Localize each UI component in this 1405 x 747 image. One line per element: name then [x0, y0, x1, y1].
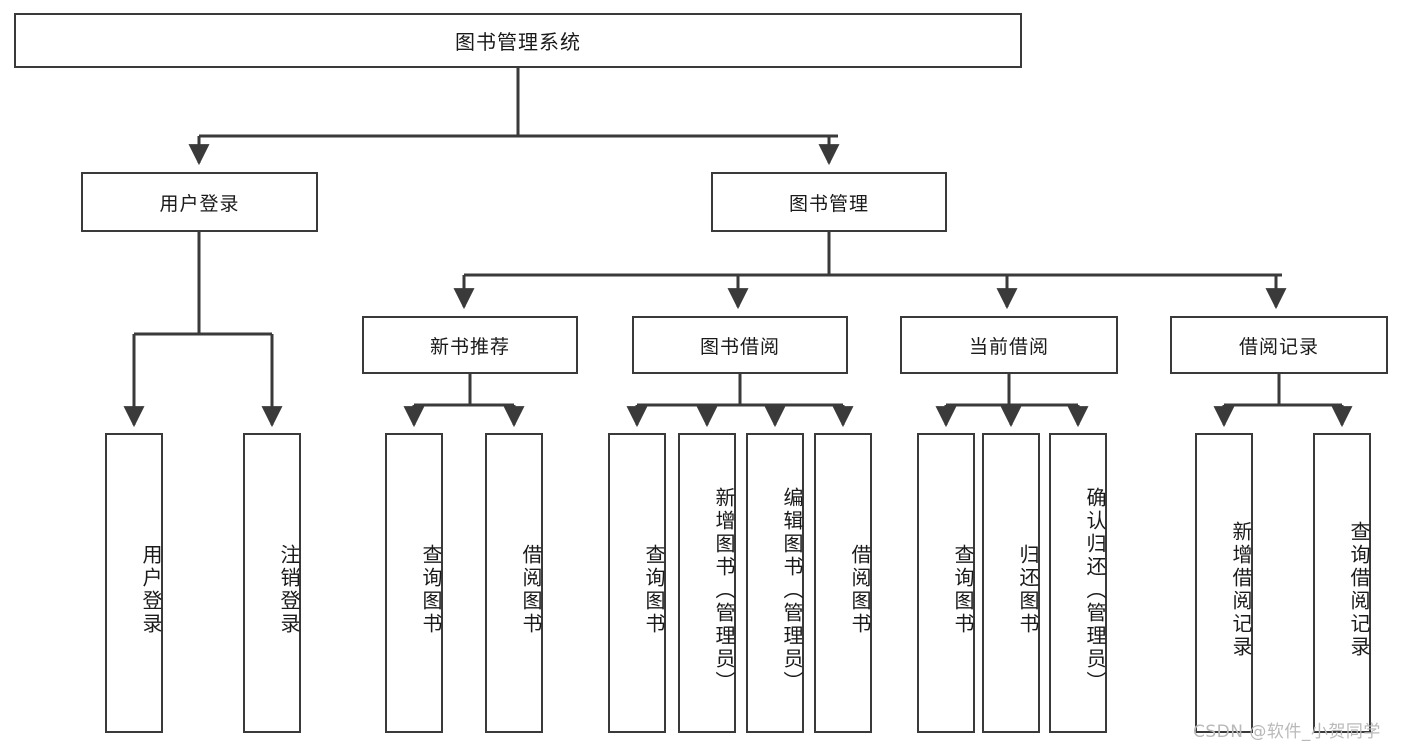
node-current-borrow[interactable]: 当前借阅	[900, 316, 1118, 374]
node-label: 归还图书	[1016, 544, 1040, 636]
node-new-book-recommend[interactable]: 新书推荐	[362, 316, 578, 374]
node-label: 借阅图书	[848, 544, 872, 636]
leaf-query-borrow-record[interactable]: 查询借阅记录	[1313, 433, 1371, 733]
node-label: 新书推荐	[429, 335, 510, 358]
leaf-query-book-borrow[interactable]: 查询图书	[608, 433, 666, 733]
node-label: 用户登录	[139, 544, 163, 636]
leaf-query-book-current[interactable]: 查询图书	[917, 433, 975, 733]
node-label: 查询借阅记录	[1347, 521, 1371, 659]
leaf-return-book[interactable]: 归还图书	[982, 433, 1040, 733]
node-label: 新增借阅记录	[1229, 521, 1253, 659]
node-borrow-record[interactable]: 借阅记录	[1170, 316, 1388, 374]
node-label: 新增图书（管理员）	[712, 486, 736, 694]
node-label: 查询图书	[642, 544, 666, 636]
node-label: 注销登录	[277, 544, 301, 636]
node-label: 当前借阅	[968, 335, 1049, 358]
node-label: 图书管理系统	[455, 30, 581, 54]
leaf-confirm-return-admin[interactable]: 确认归还（管理员）	[1049, 433, 1107, 733]
node-label: 查询图书	[419, 544, 443, 636]
leaf-borrow-book[interactable]: 借阅图书	[814, 433, 872, 733]
node-label: 图书管理	[788, 192, 869, 215]
leaf-add-borrow-record[interactable]: 新增借阅记录	[1195, 433, 1253, 733]
leaf-logout[interactable]: 注销登录	[243, 433, 301, 733]
node-label: 编辑图书（管理员）	[780, 486, 804, 694]
leaf-add-book-admin[interactable]: 新增图书（管理员）	[678, 433, 736, 733]
leaf-edit-book-admin[interactable]: 编辑图书（管理员）	[746, 433, 804, 733]
node-book-borrow[interactable]: 图书借阅	[632, 316, 848, 374]
leaf-query-book-recommend[interactable]: 查询图书	[385, 433, 443, 733]
node-label: 用户登录	[159, 192, 240, 215]
node-book-management[interactable]: 图书管理	[711, 172, 947, 232]
node-label: 查询图书	[951, 544, 975, 636]
node-label: 借阅图书	[519, 544, 543, 636]
leaf-borrow-book-recommend[interactable]: 借阅图书	[485, 433, 543, 733]
leaf-user-login[interactable]: 用户登录	[105, 433, 163, 733]
node-user-login[interactable]: 用户登录	[81, 172, 318, 232]
node-label: 确认归还（管理员）	[1083, 486, 1107, 694]
node-root-system[interactable]: 图书管理系统	[14, 13, 1022, 68]
node-label: 图书借阅	[699, 335, 780, 358]
node-label: 借阅记录	[1238, 335, 1319, 358]
